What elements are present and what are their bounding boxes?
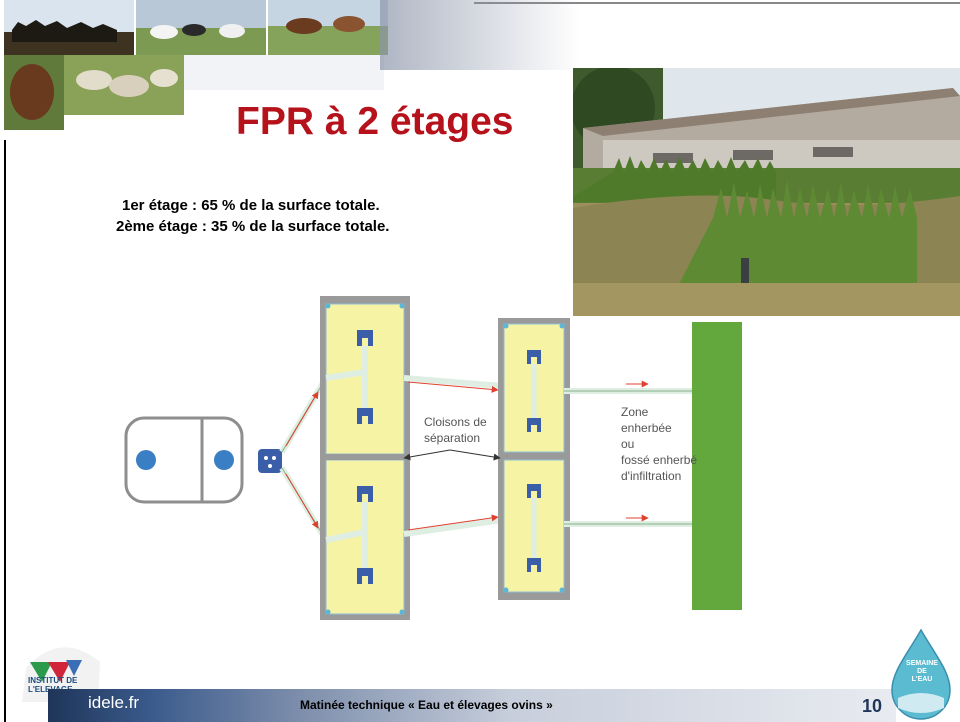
institut-elevage-logo bbox=[22, 647, 100, 702]
reed-bed-photo bbox=[573, 68, 960, 316]
eau-text-line2: DE bbox=[917, 668, 927, 675]
grass-zone-label: Zone enherbée ou fossé enherbé d'infiltr… bbox=[621, 404, 697, 484]
eau-text-line1: SEMAINE bbox=[906, 660, 938, 667]
stage2-filter bbox=[498, 318, 570, 600]
banner-fade bbox=[380, 0, 580, 70]
note-first-stage: 1er étage : 65 % de la surface totale. bbox=[122, 197, 380, 214]
two-stage-filter-diagram bbox=[124, 296, 742, 620]
logo-text-line1: INSTITUT DE bbox=[28, 676, 78, 685]
feed-pipes-stage1 bbox=[279, 376, 329, 542]
partition-label-line1: Cloisons de bbox=[424, 415, 487, 429]
zone-label-line4: fossé enherbé bbox=[621, 453, 698, 467]
zone-label-line3: ou bbox=[621, 437, 635, 451]
grass-infiltration-zone bbox=[692, 322, 742, 610]
partition-label: Cloisons de séparation bbox=[424, 414, 487, 446]
outlet-pipes bbox=[564, 380, 692, 527]
semaine-de-l-eau-logo bbox=[891, 628, 951, 720]
zone-label-line2: enherbée bbox=[621, 421, 672, 435]
page-number: 10 bbox=[862, 696, 883, 716]
slide-title: FPR à 2 étages bbox=[236, 100, 514, 143]
frame-left bbox=[4, 140, 6, 722]
septic-tank bbox=[124, 416, 244, 504]
semaine-eau-text: SEMAINE DE L'EAU bbox=[900, 660, 944, 684]
footer-site-link[interactable]: idele.fr bbox=[88, 693, 140, 712]
frame-top bbox=[470, 2, 960, 4]
zone-label-line5: d'infiltration bbox=[621, 469, 682, 483]
zone-label-line1: Zone bbox=[621, 405, 649, 419]
partition-pointers bbox=[403, 449, 501, 461]
footer-title: Matinée technique « Eau et élevages ovin… bbox=[300, 698, 553, 712]
pipes-stage1-to-stage2 bbox=[403, 375, 503, 537]
note-second-stage: 2ème étage : 35 % de la surface totale. bbox=[116, 218, 390, 235]
footer-bar bbox=[48, 689, 896, 722]
distribution-box bbox=[258, 449, 282, 473]
farm-animals-banner bbox=[4, 0, 474, 140]
partition-label-line2: séparation bbox=[424, 431, 481, 445]
eau-text-line3: L'EAU bbox=[911, 676, 933, 683]
stage1-filter bbox=[320, 296, 410, 620]
